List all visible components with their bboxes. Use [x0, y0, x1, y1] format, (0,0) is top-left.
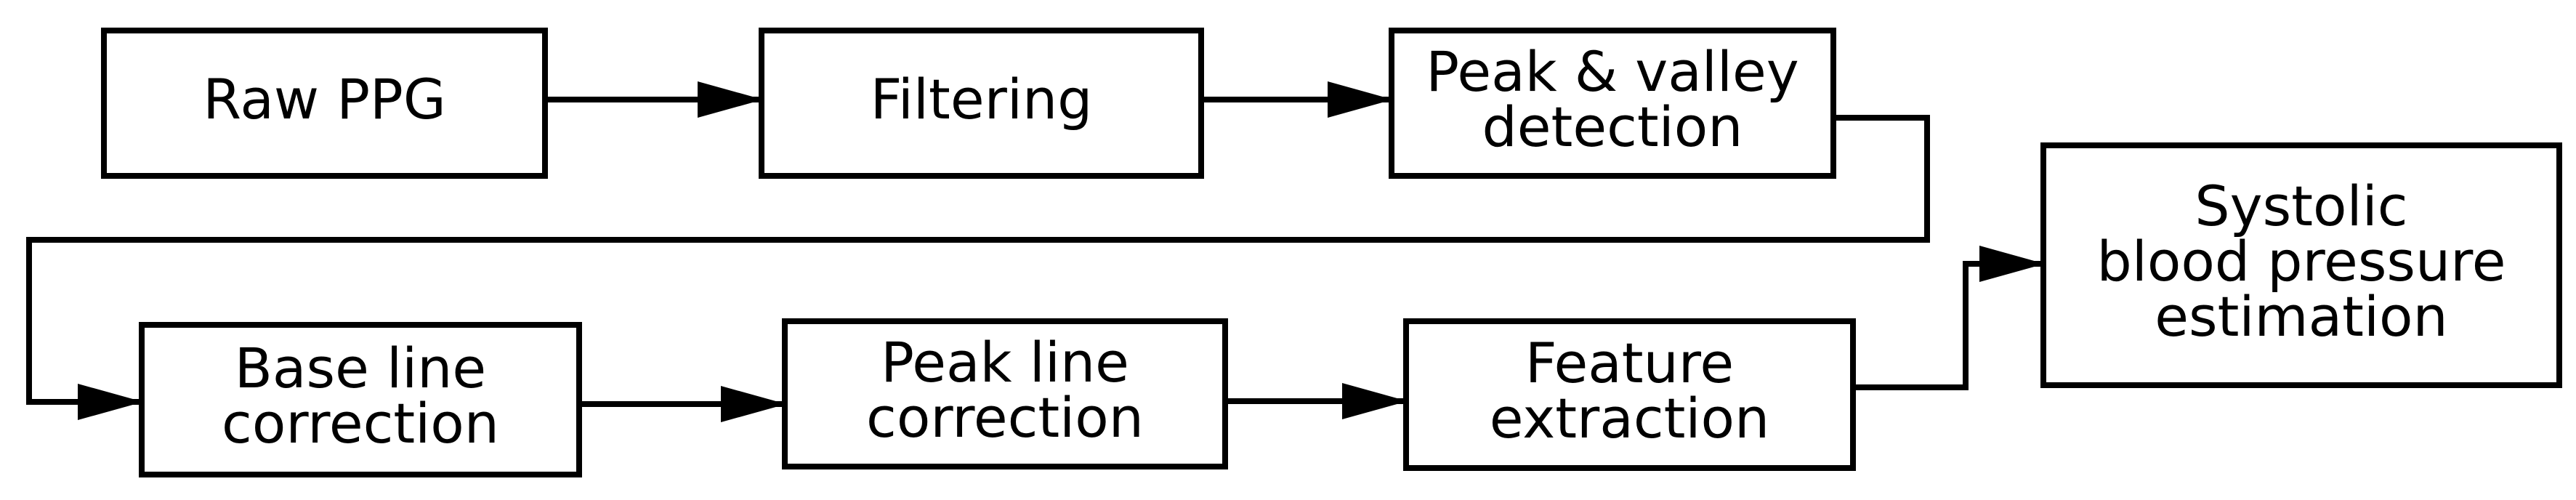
- node-label-line: extraction: [1490, 386, 1769, 451]
- node-box: [1389, 28, 1836, 179]
- node-label-line: Feature: [1525, 331, 1734, 395]
- node-box: [1403, 318, 1856, 471]
- node-label-line: correction: [222, 391, 499, 456]
- edges-layer: [26, 81, 2045, 422]
- arrow-feature-extraction-to-systolic-bp-estimation: [1853, 246, 2045, 390]
- node-label-line: detection: [1482, 94, 1743, 159]
- node-label-line: Peak line: [881, 330, 1129, 395]
- node-box: [101, 28, 548, 179]
- node-box: [139, 322, 582, 477]
- node-label-line: Base line: [235, 336, 486, 400]
- node-box: [782, 318, 1228, 469]
- node-filtering: Filtering: [759, 28, 1204, 179]
- node-box: [759, 28, 1204, 179]
- node-label-line: Filtering: [871, 67, 1093, 132]
- node-label-line: Systolic: [2195, 174, 2407, 238]
- node-box: [2040, 142, 2562, 388]
- arrow-peak-valley-detection-to-base-line-correction: [26, 115, 1930, 420]
- node-label-line: correction: [866, 385, 1144, 450]
- node-label-line: Peak & valley: [1426, 39, 1799, 104]
- node-raw-ppg: Raw PPG: [101, 28, 548, 179]
- node-label-line: estimation: [2155, 284, 2447, 349]
- node-label-line: Raw PPG: [203, 67, 446, 132]
- node-label-line: blood pressure: [2096, 229, 2506, 294]
- nodes-layer: Raw PPG Filtering Peak & valleydetectionBa…: [101, 28, 2562, 477]
